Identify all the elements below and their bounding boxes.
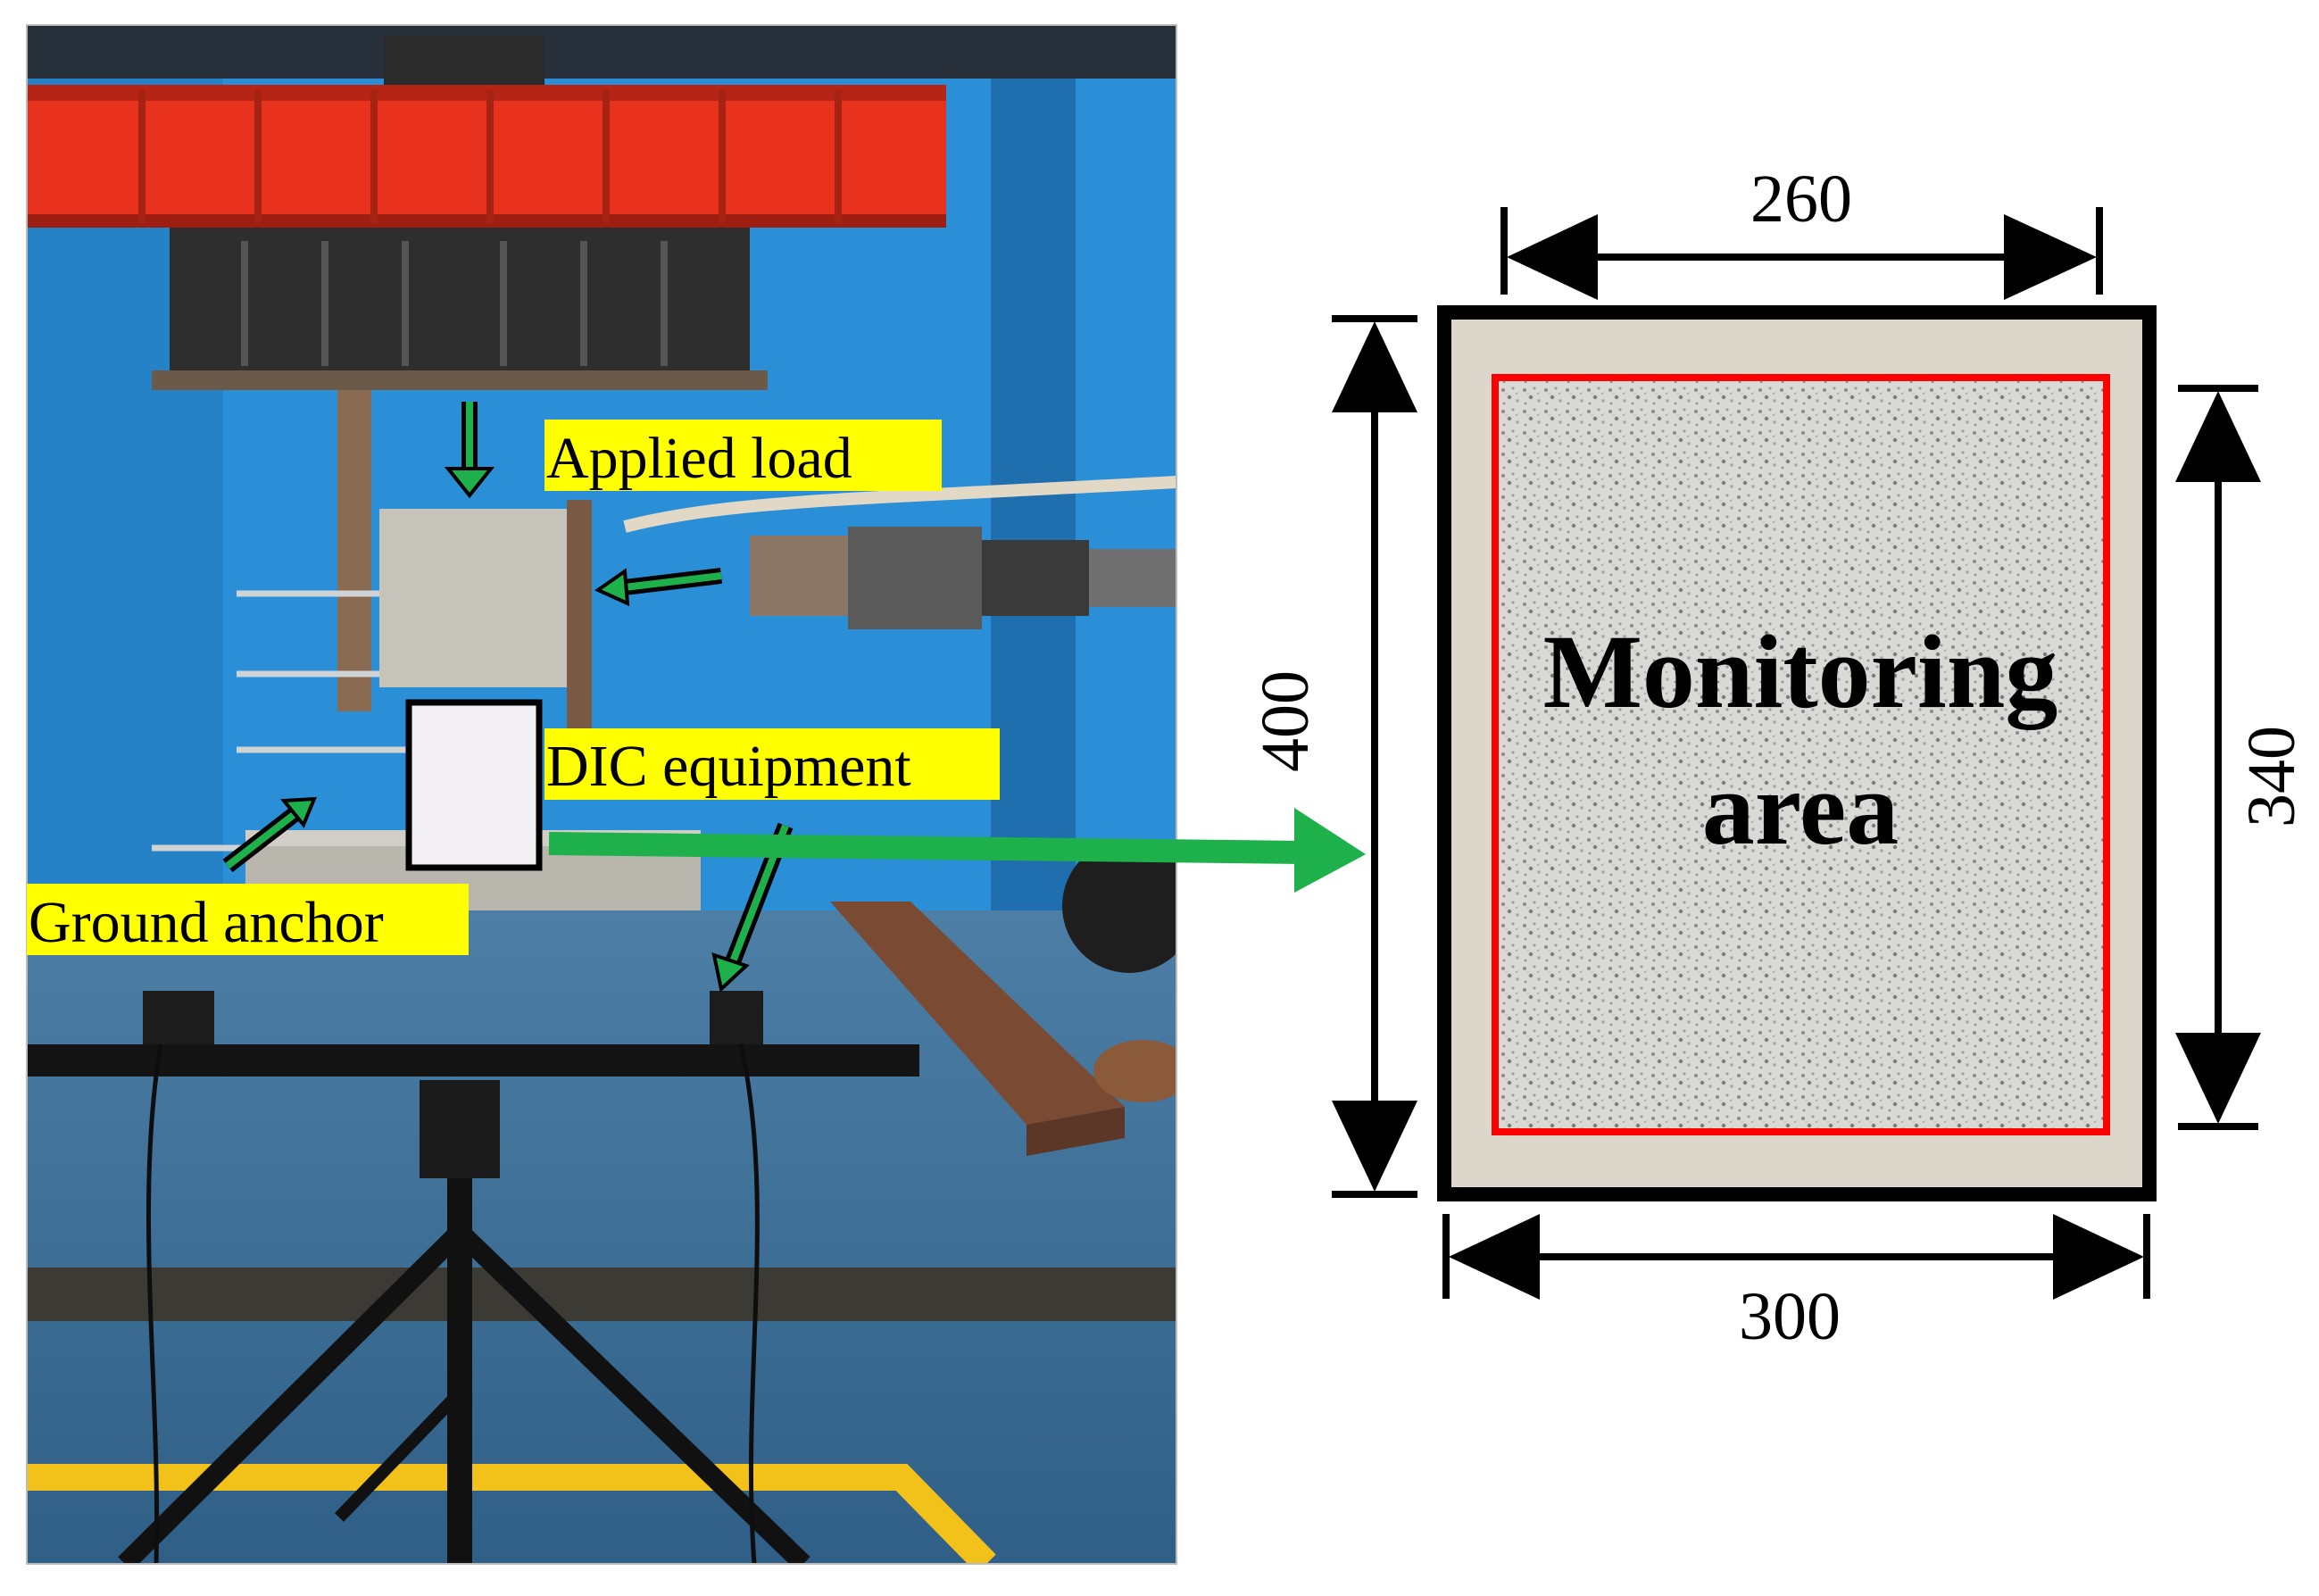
callout-applied-load: Applied load [544, 420, 942, 491]
link-arrow [548, 808, 1366, 893]
callout-dic-equipment: DIC equipment [544, 728, 1000, 800]
photo-border [26, 24, 1177, 1565]
horizontal-actuator [623, 476, 1176, 629]
dimension-right: 340 [2175, 385, 2309, 1130]
callout-ground-anchor: Ground anchor [27, 884, 469, 955]
steel-column [991, 25, 1076, 918]
dimension-left-label: 400 [1248, 670, 1323, 772]
dimension-right-label: 340 [2234, 726, 2309, 827]
side-plate [567, 500, 592, 732]
ground-anchor-label: Ground anchor [29, 890, 384, 955]
distribution-beam [152, 228, 768, 390]
yellow-floor-line [27, 1464, 996, 1564]
dic-window-box [405, 699, 543, 871]
timber-beam [830, 902, 1125, 1156]
monitoring-label-line2: area [1702, 750, 1899, 867]
dic-equipment-label: DIC equipment [546, 734, 911, 799]
applied-load-label: Applied load [546, 426, 852, 491]
floor-trench [27, 1268, 1176, 1321]
dimension-top: 260 [1500, 162, 2103, 300]
load-column [337, 390, 371, 711]
dimension-bottom: 300 [1442, 1214, 2150, 1354]
red-loading-beam [27, 85, 946, 228]
monitoring-label-line1: Monitoring [1543, 613, 2058, 730]
cable-reel [1062, 839, 1176, 973]
dic-camera-rig [27, 991, 919, 1564]
ground-anchor-arrow [222, 796, 318, 873]
applied-load-arrow-side [594, 568, 723, 607]
ceiling-dark [27, 25, 1176, 79]
dimension-bottom-label: 300 [1739, 1279, 1841, 1354]
rubber-ring [1093, 1040, 1176, 1102]
actuator-top [384, 36, 544, 89]
dimension-top-label: 260 [1750, 162, 1852, 237]
monitoring-area-box [1492, 374, 2110, 1135]
specimen-drawing: Monitoring area 260 300 400 [1248, 162, 2309, 1354]
applied-load-arrow-top [444, 402, 495, 499]
specimen-block [379, 509, 567, 687]
dimension-left: 400 [1248, 315, 1417, 1198]
